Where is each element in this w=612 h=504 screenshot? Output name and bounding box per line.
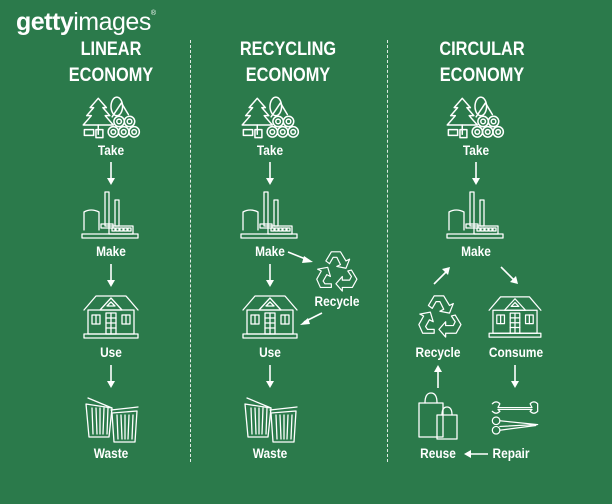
column-divider-1	[190, 40, 191, 462]
linear-waste-label: Waste	[93, 446, 129, 461]
arrow-down-icon	[511, 365, 519, 388]
arrow-make-to-consume-icon	[500, 266, 518, 284]
arrow-down-icon	[107, 365, 115, 388]
trash-cans-icon	[85, 397, 139, 443]
linear-title-line2: ECONOMY	[68, 65, 154, 86]
arrow-repair-to-reuse-icon	[464, 450, 488, 458]
arrow-down-icon	[266, 264, 274, 287]
recycling-use-label: Use	[259, 345, 281, 360]
recycle-icon	[316, 251, 358, 292]
shopping-bags-icon	[418, 392, 458, 440]
getty-images-watermark: gettyimages®	[16, 10, 156, 35]
arrow-recycle-to-make-icon	[433, 267, 450, 285]
arrow-up-icon	[434, 365, 442, 388]
wrench-scissors-icon	[491, 401, 539, 435]
column-divider-2	[387, 40, 388, 462]
arrow-down-icon	[472, 162, 480, 185]
registered-mark: ®	[150, 10, 156, 17]
house-icon	[242, 295, 298, 339]
house-icon	[488, 296, 542, 338]
factory-icon	[240, 191, 298, 239]
factory-icon	[446, 191, 504, 239]
recycling-waste-label: Waste	[252, 446, 288, 461]
arrow-down-icon	[266, 162, 274, 185]
circular-take-label: Take	[462, 143, 490, 158]
house-icon	[83, 295, 139, 339]
recycling-take-label: Take	[256, 143, 284, 158]
circular-repair-label: Repair	[492, 446, 530, 461]
circular-consume-label: Consume	[488, 345, 544, 360]
trash-cans-icon	[244, 397, 298, 443]
linear-use-label: Use	[100, 345, 122, 360]
recycling-title-line1: RECYCLING	[239, 39, 337, 60]
brand-light: images	[73, 8, 151, 36]
linear-make-label: Make	[96, 244, 126, 259]
recycling-recycle-label: Recycle	[314, 294, 360, 309]
factory-icon	[81, 191, 139, 239]
linear-take-label: Take	[97, 143, 125, 158]
circular-title-line2: ECONOMY	[439, 65, 525, 86]
forest-logs-icon	[446, 96, 505, 139]
recycling-make-label: Make	[255, 244, 285, 259]
recycle-icon	[418, 295, 462, 338]
circular-title-line1: CIRCULAR	[439, 39, 525, 60]
arrow-down-icon	[107, 264, 115, 287]
circular-recycle-label: Recycle	[415, 345, 461, 360]
linear-title-line1: LINEAR	[80, 39, 142, 60]
brand-bold: getty	[16, 8, 74, 36]
circular-reuse-label: Reuse	[420, 446, 456, 461]
arrow-make-to-recycle-icon	[287, 251, 313, 263]
arrow-down-icon	[107, 162, 115, 185]
circular-make-label: Make	[461, 244, 491, 259]
arrow-down-icon	[266, 365, 274, 388]
forest-logs-icon	[241, 96, 300, 139]
forest-logs-icon	[82, 96, 141, 139]
arrow-recycle-to-use-icon	[300, 312, 323, 325]
recycling-title-line2: ECONOMY	[245, 65, 331, 86]
